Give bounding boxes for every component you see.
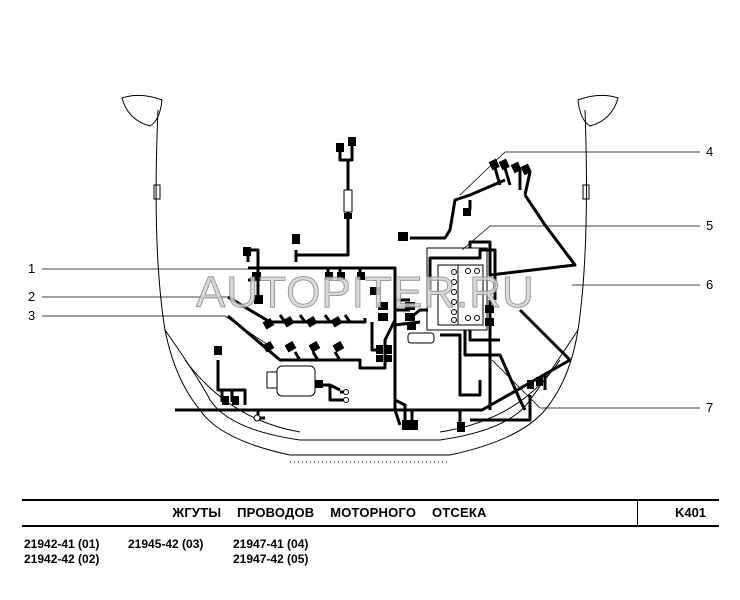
variant-code: 21945-42 (03) (128, 537, 204, 551)
callout-2: 2 (28, 289, 36, 304)
watermark: AUTOPITER.RU (196, 268, 535, 318)
starter-wire (256, 383, 345, 420)
connectors (214, 137, 543, 432)
relay (343, 189, 353, 213)
callout-1: 1 (28, 261, 36, 276)
title-block: ЖГУТЫ ПРОВОДОВ МОТОРНОГО ОТСЕКА K401 (22, 499, 719, 527)
starter (276, 365, 316, 397)
callout-5: 5 (706, 218, 714, 233)
callout-3: 3 (28, 308, 36, 323)
harness-7 (440, 330, 527, 411)
battery (437, 264, 484, 326)
callout-6: 6 (706, 277, 714, 292)
left-hinge (153, 184, 161, 200)
components (253, 189, 488, 422)
body-left (155, 109, 587, 456)
wiring-diagram (42, 94, 700, 463)
fuse-box (426, 247, 488, 331)
harness-5 (428, 248, 497, 300)
left-mirror (121, 94, 163, 127)
variant-code: 21942-42 (02) (24, 552, 100, 566)
variant-code: 21947-41 (04) (233, 537, 309, 551)
car-outline (121, 94, 619, 463)
callout-4: 4 (706, 144, 714, 159)
right-mirror (577, 94, 619, 127)
right-hinge (582, 184, 590, 200)
variant-code: 21947-42 (05) (233, 552, 309, 566)
callout-7: 7 (706, 400, 714, 415)
drawing-title: ЖГУТЫ ПРОВОДОВ МОТОРНОГО ОТСЕКА (172, 505, 487, 520)
body-left-inner (164, 329, 579, 441)
title-divider (637, 501, 638, 525)
harness-4 (410, 167, 532, 240)
variant-code: 21942-41 (01) (24, 537, 100, 551)
sensor (407, 332, 435, 344)
harness-2 (227, 295, 382, 352)
harness-3 (227, 314, 397, 370)
drawing-code: K401 (674, 505, 707, 520)
